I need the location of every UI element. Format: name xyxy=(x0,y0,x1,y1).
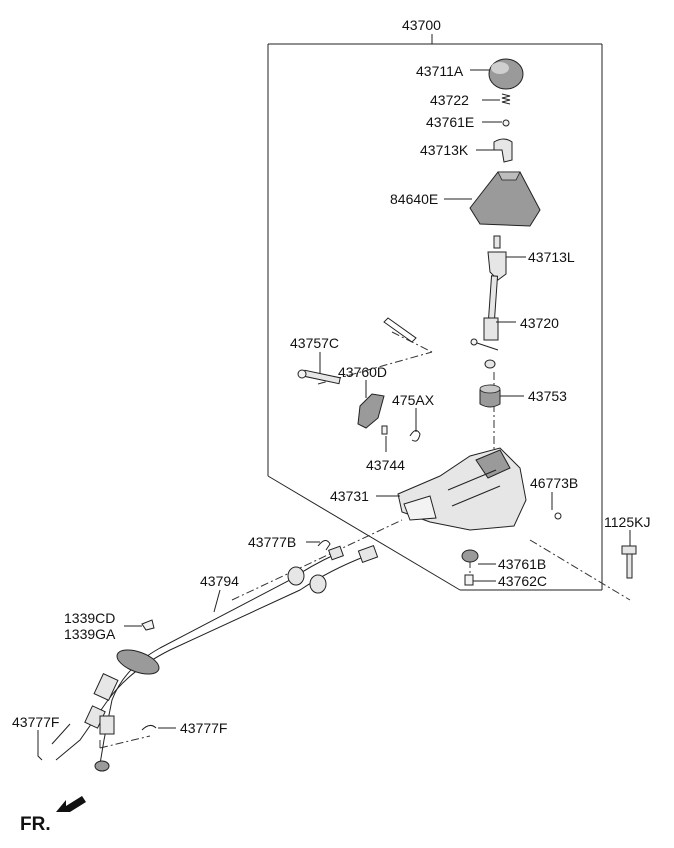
label-84640e: 84640E xyxy=(390,191,438,207)
label-43711a: 43711A xyxy=(416,63,464,79)
label-43731: 43731 xyxy=(330,488,369,504)
cable-clamp-part xyxy=(141,619,155,631)
front-label: FR. xyxy=(20,814,51,835)
bushing-part xyxy=(479,384,501,408)
label-43700: 43700 xyxy=(402,17,441,33)
label-43777f-left: 43777F xyxy=(12,714,59,730)
collar-part xyxy=(464,574,474,586)
front-direction-marker: FR. xyxy=(20,796,86,835)
label-43777f-right: 43777F xyxy=(180,720,227,736)
label-1125kj: 1125KJ xyxy=(604,514,650,530)
label-43794: 43794 xyxy=(200,573,239,589)
shift-boot-part xyxy=(469,171,541,227)
label-43757c: 43757C xyxy=(290,335,339,351)
label-43761e: 43761E xyxy=(426,114,474,130)
label-43777b: 43777B xyxy=(248,534,296,550)
label-1339cd: 1339CD xyxy=(64,610,115,626)
knob-holder-part xyxy=(493,138,513,163)
leader-lines xyxy=(37,69,631,742)
spring-part xyxy=(501,93,511,105)
cable-clip-top-part xyxy=(317,540,331,551)
lower-bush-part xyxy=(461,549,479,563)
ring-part xyxy=(554,512,562,520)
label-43761b: 43761B xyxy=(498,556,546,572)
label-43720: 43720 xyxy=(520,315,559,331)
front-arrow-icon xyxy=(56,796,86,812)
label-43753: 43753 xyxy=(528,388,567,404)
label-43713k: 43713K xyxy=(420,142,469,158)
label-46773b: 46773B xyxy=(530,475,578,491)
gear-knob-part xyxy=(488,58,524,90)
shift-cable-part xyxy=(51,544,379,772)
shifter-base-part xyxy=(397,447,527,531)
assembly-frame xyxy=(267,34,603,591)
shift-lever-part xyxy=(470,275,499,369)
retainer-wire-part xyxy=(383,317,417,343)
small-pin-part xyxy=(381,425,388,435)
detent-plate-part xyxy=(357,393,385,429)
bolt-part xyxy=(621,545,637,579)
label-1339ga: 1339GA xyxy=(64,626,116,642)
cable-clip-left-part xyxy=(37,742,43,761)
spring-clip-part xyxy=(409,430,421,442)
ball-part xyxy=(502,119,510,127)
label-43762c: 43762C xyxy=(498,573,547,589)
lever-upper-part xyxy=(487,235,507,281)
label-43760d: 43760D xyxy=(338,364,387,380)
pivot-pin-part xyxy=(297,369,341,385)
label-43722: 43722 xyxy=(430,92,469,108)
label-475ax: 475AX xyxy=(392,392,435,408)
label-43744: 43744 xyxy=(366,457,405,473)
label-43713l: 43713L xyxy=(528,249,575,265)
cable-clip-right-part xyxy=(141,724,157,731)
